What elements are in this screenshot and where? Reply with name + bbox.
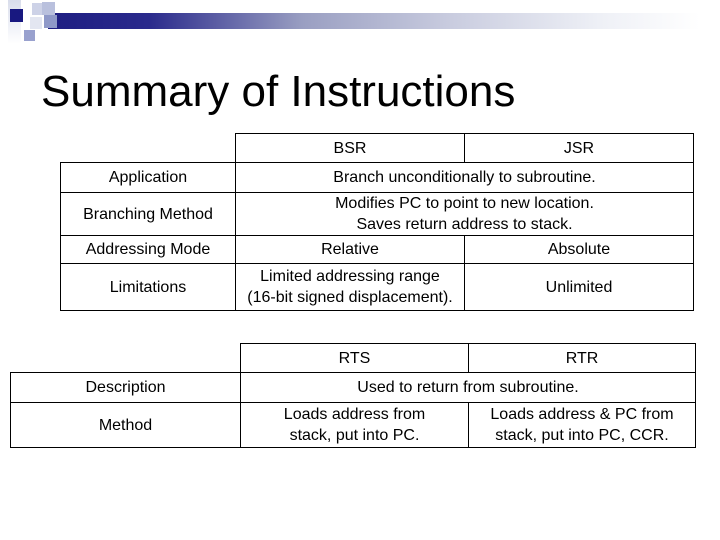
decor-square-navy	[10, 9, 23, 22]
table1-value-application: Branch unconditionally to subroutine.	[235, 162, 694, 193]
table2-header-rts: RTS	[240, 343, 469, 373]
table1-value-addressing-bsr: Relative	[235, 235, 465, 264]
table2-value-method-rtr: Loads address & PC from stack, put into …	[468, 402, 696, 448]
table2-value-method-rts: Loads address from stack, put into PC.	[240, 402, 469, 448]
table2-header-rtr: RTR	[468, 343, 696, 373]
table2-value-description: Used to return from subroutine.	[240, 372, 696, 403]
slide-title: Summary of Instructions	[41, 67, 516, 116]
header-gradient-bar	[48, 13, 720, 29]
rts-rtr-table: RTS RTR Description Used to return from …	[10, 343, 696, 448]
table1-header-bsr: BSR	[235, 133, 465, 163]
table2-label-description: Description	[10, 372, 241, 403]
decor-vertical-bar	[8, 0, 21, 44]
table1-label-branching-method: Branching Method	[60, 192, 236, 236]
table-row: Branching Method Modifies PC to point to…	[60, 192, 694, 236]
table1-label-application: Application	[60, 162, 236, 193]
decor-square-faint	[30, 17, 42, 29]
table1-value-limitations-jsr: Unlimited	[464, 263, 694, 311]
table1-label-limitations: Limitations	[60, 263, 236, 311]
decor-square-pale	[32, 3, 44, 15]
table1-value-limitations-bsr: Limited addressing range (16-bit signed …	[235, 263, 465, 311]
table-row: Application Branch unconditionally to su…	[60, 162, 694, 193]
table2-label-method: Method	[10, 402, 241, 448]
table1-label-addressing-mode: Addressing Mode	[60, 235, 236, 264]
decor-square-lavender	[24, 30, 35, 41]
table1-header-jsr: JSR	[464, 133, 694, 163]
table1-value-addressing-jsr: Absolute	[464, 235, 694, 264]
table-row: Limitations Limited addressing range (16…	[60, 263, 694, 311]
table-row: Addressing Mode Relative Absolute	[60, 235, 694, 264]
table1-value-branching-method: Modifies PC to point to new location. Sa…	[235, 192, 694, 236]
table2-corner-blank	[11, 344, 241, 373]
table-row: BSR JSR	[61, 133, 694, 163]
bsr-jsr-table: BSR JSR Application Branch unconditional…	[60, 133, 694, 311]
decor-square-mid	[44, 15, 57, 28]
table1-corner-blank	[61, 134, 236, 163]
table-row: Description Used to return from subrouti…	[10, 372, 696, 403]
table-row: Method Loads address from stack, put int…	[10, 402, 696, 448]
decor-square-light	[42, 2, 55, 15]
table-row: RTS RTR	[11, 343, 696, 373]
